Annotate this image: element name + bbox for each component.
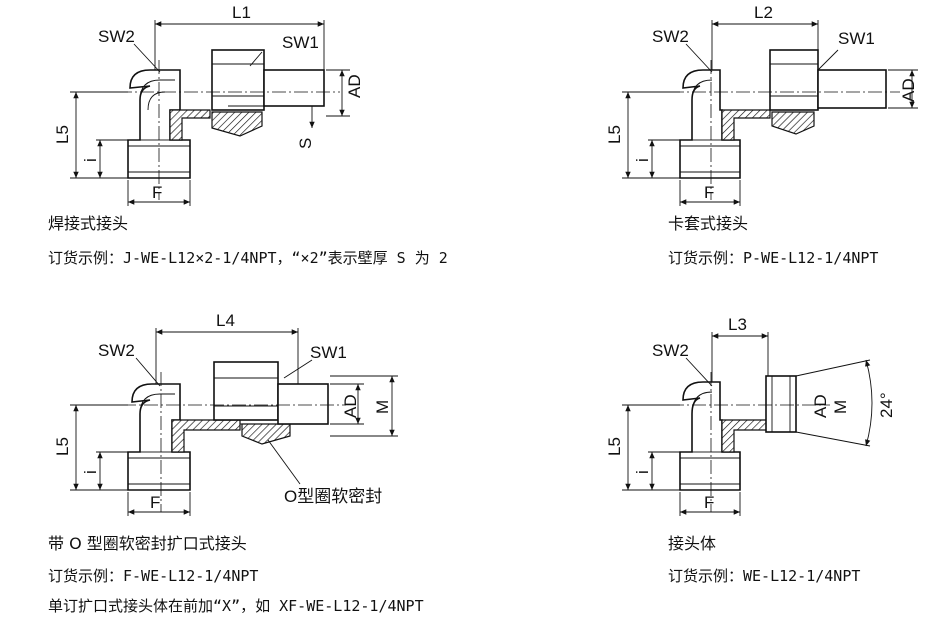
label-ad: AD xyxy=(341,394,360,418)
label-ad: AD xyxy=(899,78,918,102)
label-m: M xyxy=(831,400,850,414)
caption-welded-title: 焊接式接头 xyxy=(48,214,129,233)
label-sw2: SW2 xyxy=(98,341,135,360)
caption-flared-order: 订货示例：F-WE-L12-1/4NPT xyxy=(48,567,259,585)
label-f: F xyxy=(152,183,162,202)
label-f: F xyxy=(704,183,714,202)
caption-flared-title: 带 O 型圈软密封扩口式接头 xyxy=(48,534,247,553)
label-l1: L1 xyxy=(232,3,251,22)
caption-body-title: 接头体 xyxy=(668,534,717,553)
caption-compression-title: 卡套式接头 xyxy=(668,214,749,233)
label-ad: AD xyxy=(811,394,830,418)
label-oring: O型圈软密封 xyxy=(284,487,382,506)
label-i: i xyxy=(81,470,100,474)
label-s: S xyxy=(296,138,315,149)
label-ad: AD xyxy=(345,74,364,98)
caption-flared-note: 单订扩口式接头体在前加“X”，如 XF-WE-L12-1/4NPT xyxy=(48,597,424,615)
label-i: i xyxy=(633,470,652,474)
caption-body-order: 订货示例：WE-L12-1/4NPT xyxy=(668,567,861,585)
figure-compression-fitting: L2 SW2 SW1 AD L5 i F xyxy=(605,3,918,206)
figure-flared-oring-fitting: L4 SW2 SW1 AD M L5 i F O型圈软密封 xyxy=(53,311,398,516)
label-l2: L2 xyxy=(754,3,773,22)
label-i: i xyxy=(81,158,100,162)
label-sw1: SW1 xyxy=(838,29,875,48)
label-sw1: SW1 xyxy=(310,343,347,362)
label-f: F xyxy=(150,493,160,512)
label-l5: L5 xyxy=(53,125,72,144)
label-l4: L4 xyxy=(216,311,235,330)
label-m: M xyxy=(373,400,392,414)
figure-welded-fitting: L1 SW2 SW1 AD S L5 i F xyxy=(53,3,364,206)
caption-welded-order: 订货示例：J-WE-L12×2-1/4NPT，“×2”表示壁厚 S 为 2 xyxy=(48,249,448,267)
caption-compression-order: 订货示例：P-WE-L12-1/4NPT xyxy=(668,249,879,267)
label-sw2: SW2 xyxy=(652,341,689,360)
label-angle: 24° xyxy=(877,392,896,418)
label-sw2: SW2 xyxy=(98,27,135,46)
label-l5: L5 xyxy=(53,437,72,456)
label-l5: L5 xyxy=(605,437,624,456)
label-sw2: SW2 xyxy=(652,27,689,46)
label-l5: L5 xyxy=(605,125,624,144)
label-l3: L3 xyxy=(728,315,747,334)
label-f: F xyxy=(704,493,714,512)
figure-fitting-body: L3 SW2 AD M 24° L5 i F xyxy=(605,315,896,516)
label-sw1: SW1 xyxy=(282,33,319,52)
label-i: i xyxy=(633,158,652,162)
